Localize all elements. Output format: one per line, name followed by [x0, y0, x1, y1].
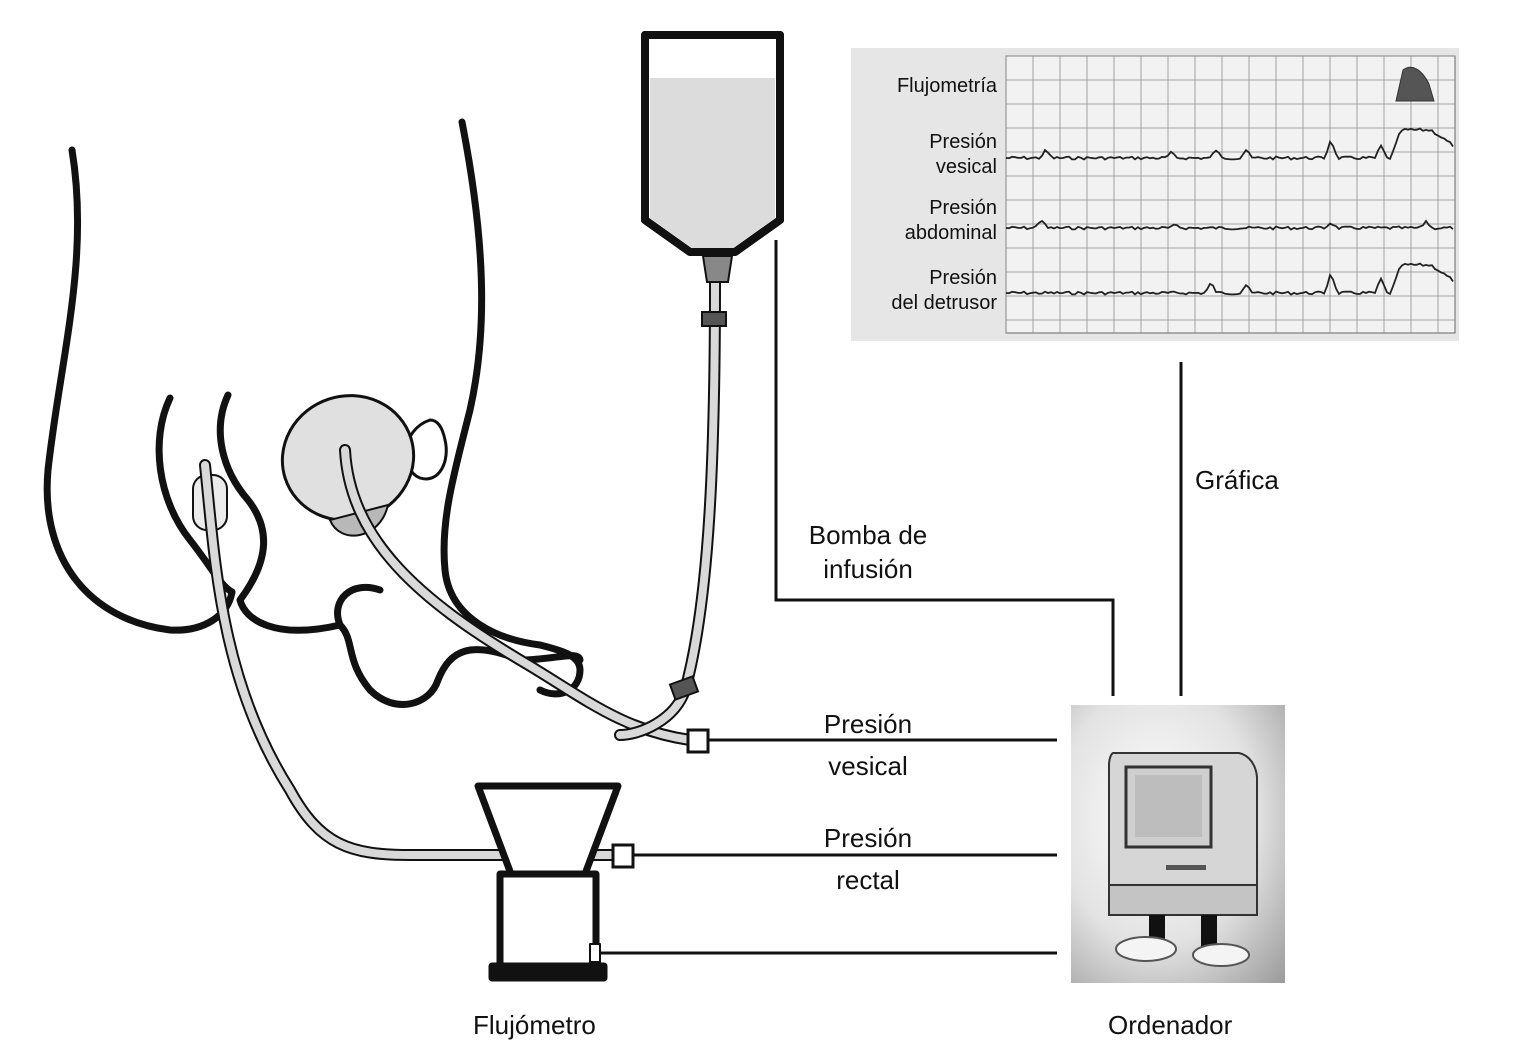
chart-grid — [1005, 55, 1456, 334]
track-label-3-line-0: Presión — [929, 267, 997, 289]
track-label-3: Presión del detrusor — [891, 266, 997, 316]
rectal-connector — [611, 843, 635, 869]
infusion-clamp-bottom — [668, 675, 700, 701]
infusion-clamp-top — [701, 311, 727, 327]
connection-wires — [600, 240, 1183, 955]
vesical-pressure-label-line2: vesical — [828, 751, 908, 781]
catheter-tubes — [199, 276, 721, 861]
vesical-pressure-label-line1: Presión — [823, 709, 913, 739]
vesical-catheter-fill — [341, 446, 694, 744]
graph-label: Gráfica — [1195, 465, 1279, 495]
grid-area — [1005, 55, 1456, 334]
trace-detrusor — [1005, 262, 1454, 296]
vesical-pressure-label: Presión vesical — [800, 703, 936, 787]
flowmeter-base — [496, 870, 600, 978]
rectal-pressure-label-line1: Presión — [823, 823, 913, 853]
infusion-line-outline — [614, 276, 721, 741]
track-label-2-line-0: Presión — [929, 197, 997, 219]
flow-peak — [1395, 66, 1435, 102]
track-label-3-line-1: del detrusor — [891, 292, 997, 314]
bag-fluid — [650, 78, 775, 248]
infusion-pump-label: Bomba de infusión — [792, 518, 944, 586]
infusion-line-fill — [616, 278, 719, 739]
track-label-2-line-1: abdominal — [904, 222, 997, 244]
computer-foot-right — [1192, 943, 1250, 967]
computer-disk-slot — [1166, 865, 1206, 870]
flowmeter-feet — [488, 962, 608, 982]
body-outline — [43, 118, 584, 708]
track-label-0: Flujometría — [897, 74, 997, 99]
urodynamic-traces — [1005, 55, 1456, 334]
track-label-0-line-0: Flujometría — [896, 75, 997, 97]
trace-vesical — [1005, 127, 1454, 161]
inner-fold-right — [216, 391, 584, 708]
wire-infusion-pump — [774, 240, 1115, 696]
track-label-2: Presión abdominal — [905, 196, 997, 246]
track-label-1-line-0: Presión — [929, 131, 997, 153]
right-body-outline — [440, 118, 584, 698]
infusion-pump-label-line1: Bomba de — [808, 520, 928, 550]
trace-abdominal — [1005, 219, 1454, 231]
computer-image — [1071, 705, 1285, 983]
computer-leg-right — [1201, 915, 1217, 947]
bag-nozzle — [701, 255, 734, 283]
flowmeter-port — [589, 943, 601, 963]
computer-label: Ordenador — [1108, 1010, 1233, 1040]
infusion-bag — [641, 31, 784, 283]
computer-icon — [1108, 752, 1258, 967]
track-label-1: Presión vesical — [929, 130, 997, 180]
rectal-catheter-fill — [201, 461, 629, 859]
scrotum-outline — [334, 583, 384, 629]
track-label-1-line-1: vesical — [935, 156, 997, 178]
flowmeter-label: Flujómetro — [473, 1010, 596, 1040]
vesical-connector — [686, 728, 710, 754]
left-thigh-outline — [43, 146, 236, 634]
computer-screen-inner — [1135, 775, 1202, 837]
uroflowmeter — [474, 782, 622, 982]
computer-foot-left — [1115, 936, 1177, 962]
computer-base — [1108, 884, 1258, 916]
rectal-pressure-label: Presión rectal — [800, 817, 936, 901]
chart-traces — [1005, 66, 1454, 296]
rectal-pressure-label-line2: rectal — [836, 865, 900, 895]
infusion-pump-label-line2: infusión — [823, 554, 913, 584]
